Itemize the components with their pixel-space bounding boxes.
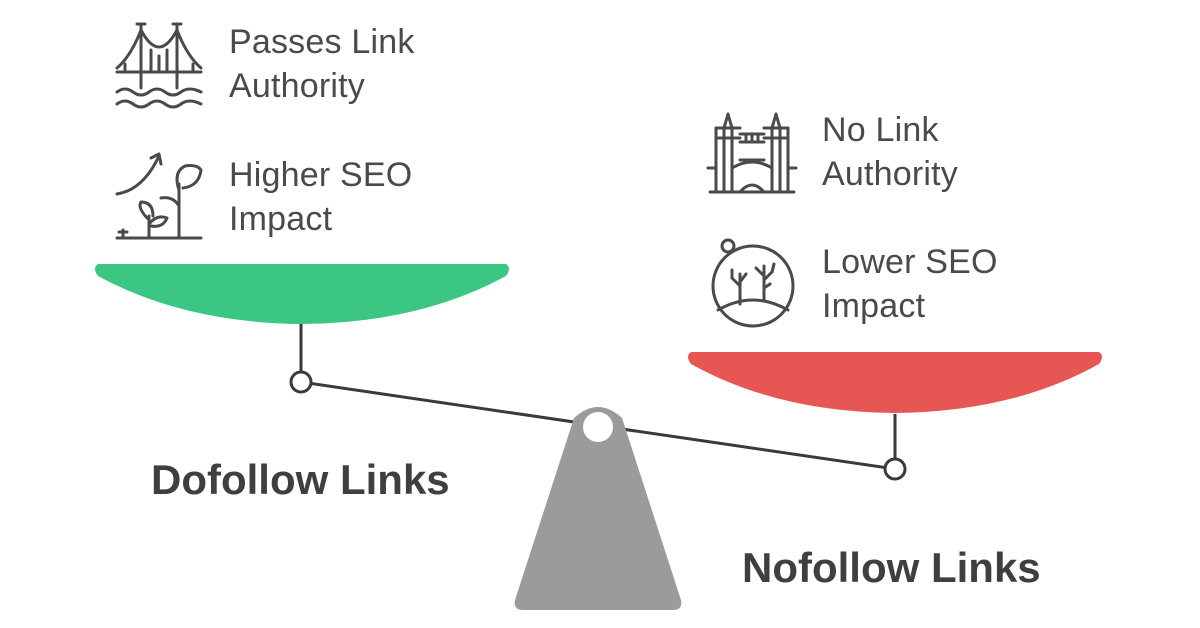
fulcrum: [514, 407, 682, 610]
nofollow-links-label: Nofollow Links: [742, 544, 1041, 591]
right-pivot-ring: [883, 457, 907, 481]
left-item-1-line1: Passes Link: [229, 23, 415, 61]
left-item-2-line2: Impact: [229, 200, 333, 238]
right-item-2-text: Lower SEO Impact: [822, 240, 998, 328]
right-item-2-line2: Impact: [822, 287, 926, 325]
left-item-2-text: Higher SEO Impact: [229, 153, 412, 241]
left-item-1-text: Passes Link Authority: [229, 20, 415, 108]
right-item-1-text: No Link Authority: [822, 108, 958, 196]
left-item-1-line2: Authority: [229, 67, 365, 105]
dofollow-links-label: Dofollow Links: [151, 456, 450, 503]
left-pan: [95, 264, 509, 324]
fulcrum-pivot-hole: [583, 412, 613, 442]
right-pan: [688, 352, 1102, 413]
tower-bridge-icon: [706, 108, 798, 196]
growing-plant-icon: [113, 150, 205, 242]
suspension-bridge-icon: [113, 20, 205, 110]
right-item-1-line1: No Link: [822, 111, 939, 149]
left-pivot-ring: [289, 370, 313, 394]
left-item-2-line1: Higher SEO: [229, 156, 413, 194]
right-item-1-line2: Authority: [822, 155, 958, 193]
barren-landscape-icon: [706, 238, 800, 330]
right-item-2-line1: Lower SEO: [822, 243, 998, 281]
